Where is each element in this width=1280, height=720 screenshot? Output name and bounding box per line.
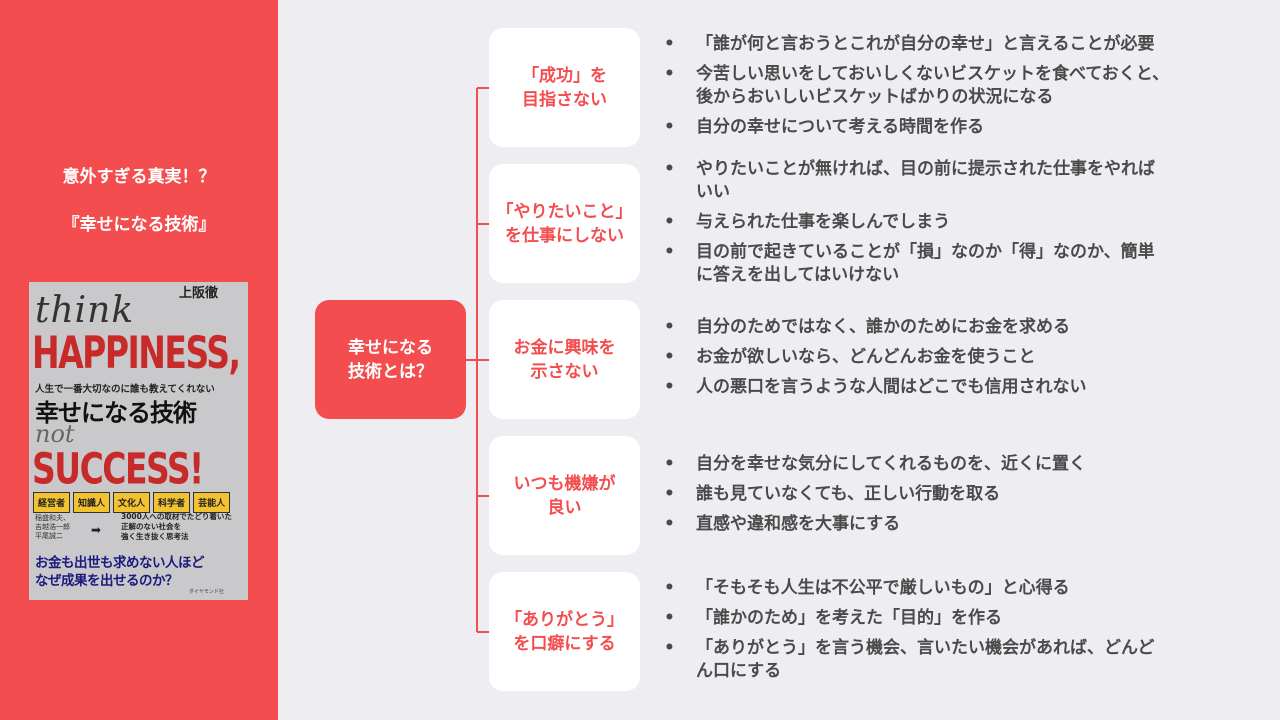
bullet-group: •自分を幸せな気分にしてくれるものを、近くに置く •誰も見ていなくても、正しい行… <box>662 453 1222 543</box>
bullet-item: •目の前で起きていることが「損」なのか「得」なのか、簡単に答えを出してはいけない <box>664 242 1155 285</box>
bullet-item: •与えられた仕事を楽しんでしまう <box>664 212 951 232</box>
book-tag: 芸能人 <box>193 492 231 513</box>
bullet-item: •「誰が何と言おうとこれが自分の幸せ」と言えることが必要 <box>664 34 1155 54</box>
category-box: いつも機嫌が良い <box>489 436 640 555</box>
left-panel: 意外すぎる真実！？ 『幸せになる技術』 think 上阪徹 HAPPINESS,… <box>0 0 278 720</box>
bullet-group: •自分のためではなく、誰かのためにお金を求める •お金が欲しいなら、どんどんお金… <box>662 316 1222 406</box>
book-tag: 科学者 <box>153 492 191 513</box>
central-topic: 幸せになる技術とは？ <box>315 300 466 419</box>
category-box: 「ありがとう」を口癖にする <box>489 572 640 691</box>
bullet-group: •やりたいことが無ければ、目の前に提示された仕事をやればいい •与えられた仕事を… <box>662 158 1222 294</box>
book-subtitle: 人生で一番大切なのに誰も教えてくれない <box>35 384 215 395</box>
category-box: 「成功」を目指さない <box>489 28 640 147</box>
book-people: 稲盛和夫、 吉越浩一郎 平尾誠二 <box>35 514 70 540</box>
bullet-item: •「ありがとう」を言う機会、言いたい機会があれば、どんどん口にする <box>664 638 1155 681</box>
book-tag: 知識人 <box>73 492 111 513</box>
book-not-text: not <box>35 420 75 448</box>
bullet-item: •誰も見ていなくても、正しい行動を取る <box>664 484 1001 504</box>
bullet-item: •お金が欲しいなら、どんどんお金を使うこと <box>664 347 1036 367</box>
bullet-item: •自分の幸せについて考える時間を作る <box>664 117 984 137</box>
book-cover: think 上阪徹 HAPPINESS, 人生で一番大切なのに誰も教えてくれない… <box>29 282 248 600</box>
bullet-item: •やりたいことが無ければ、目の前に提示された仕事をやればいい <box>664 159 1155 202</box>
book-think-text: think <box>35 290 135 331</box>
book-main-title: 幸せになる技術 <box>35 399 197 427</box>
book-tags: 経営者 知識人 文化人 科学者 芸能人 <box>33 492 231 513</box>
book-blurb: 3000人への取材でたどり着いた 正解のない社会を 強く生き抜く思考法 <box>121 512 232 541</box>
bullet-item: •人の悪口を言うような人間はどこでも信用されない <box>664 377 1087 397</box>
left-title-line1: 意外すぎる真実！？ <box>62 167 216 187</box>
bullet-item: •直感や違和感を大事にする <box>664 514 901 534</box>
bullet-item: •自分を幸せな気分にしてくれるものを、近くに置く <box>664 454 1086 474</box>
book-publisher: ダイヤモンド社 <box>189 589 224 595</box>
bullet-item: •「そもそも人生は不公平で厳しいもの」と心得る <box>664 578 1070 598</box>
bullet-item: •自分のためではなく、誰かのためにお金を求める <box>664 317 1070 337</box>
book-happiness-text: HAPPINESS, <box>32 326 241 379</box>
bullet-item: •「誰かのため」を考えた「目的」を作る <box>664 608 1002 628</box>
bullet-item: •今苦しい思いをしておいしくないビスケットを食べておくと、後からおいしいビスケッ… <box>664 64 1170 107</box>
left-title-line2: 『幸せになる技術』 <box>62 215 216 235</box>
category-box: 「やりたいこと」を仕事にしない <box>489 164 640 283</box>
book-question: お金も出世も求めない人ほど なぜ成果を出せるのか？ <box>35 555 205 589</box>
bullet-group: •「誰が何と言おうとこれが自分の幸せ」と言えることが必要 •今苦しい思いをしてお… <box>662 33 1222 146</box>
category-box: お金に興味を示さない <box>489 300 640 419</box>
book-author: 上阪徹 <box>179 286 219 301</box>
book-tag: 文化人 <box>113 492 151 513</box>
bullet-group: •「そもそも人生は不公平で厳しいもの」と心得る •「誰かのため」を考えた「目的」… <box>662 577 1222 690</box>
book-success-text: SUCCESS! <box>32 443 204 494</box>
book-tag: 経営者 <box>33 492 71 513</box>
arrow-right-icon: ➡ <box>91 523 102 537</box>
